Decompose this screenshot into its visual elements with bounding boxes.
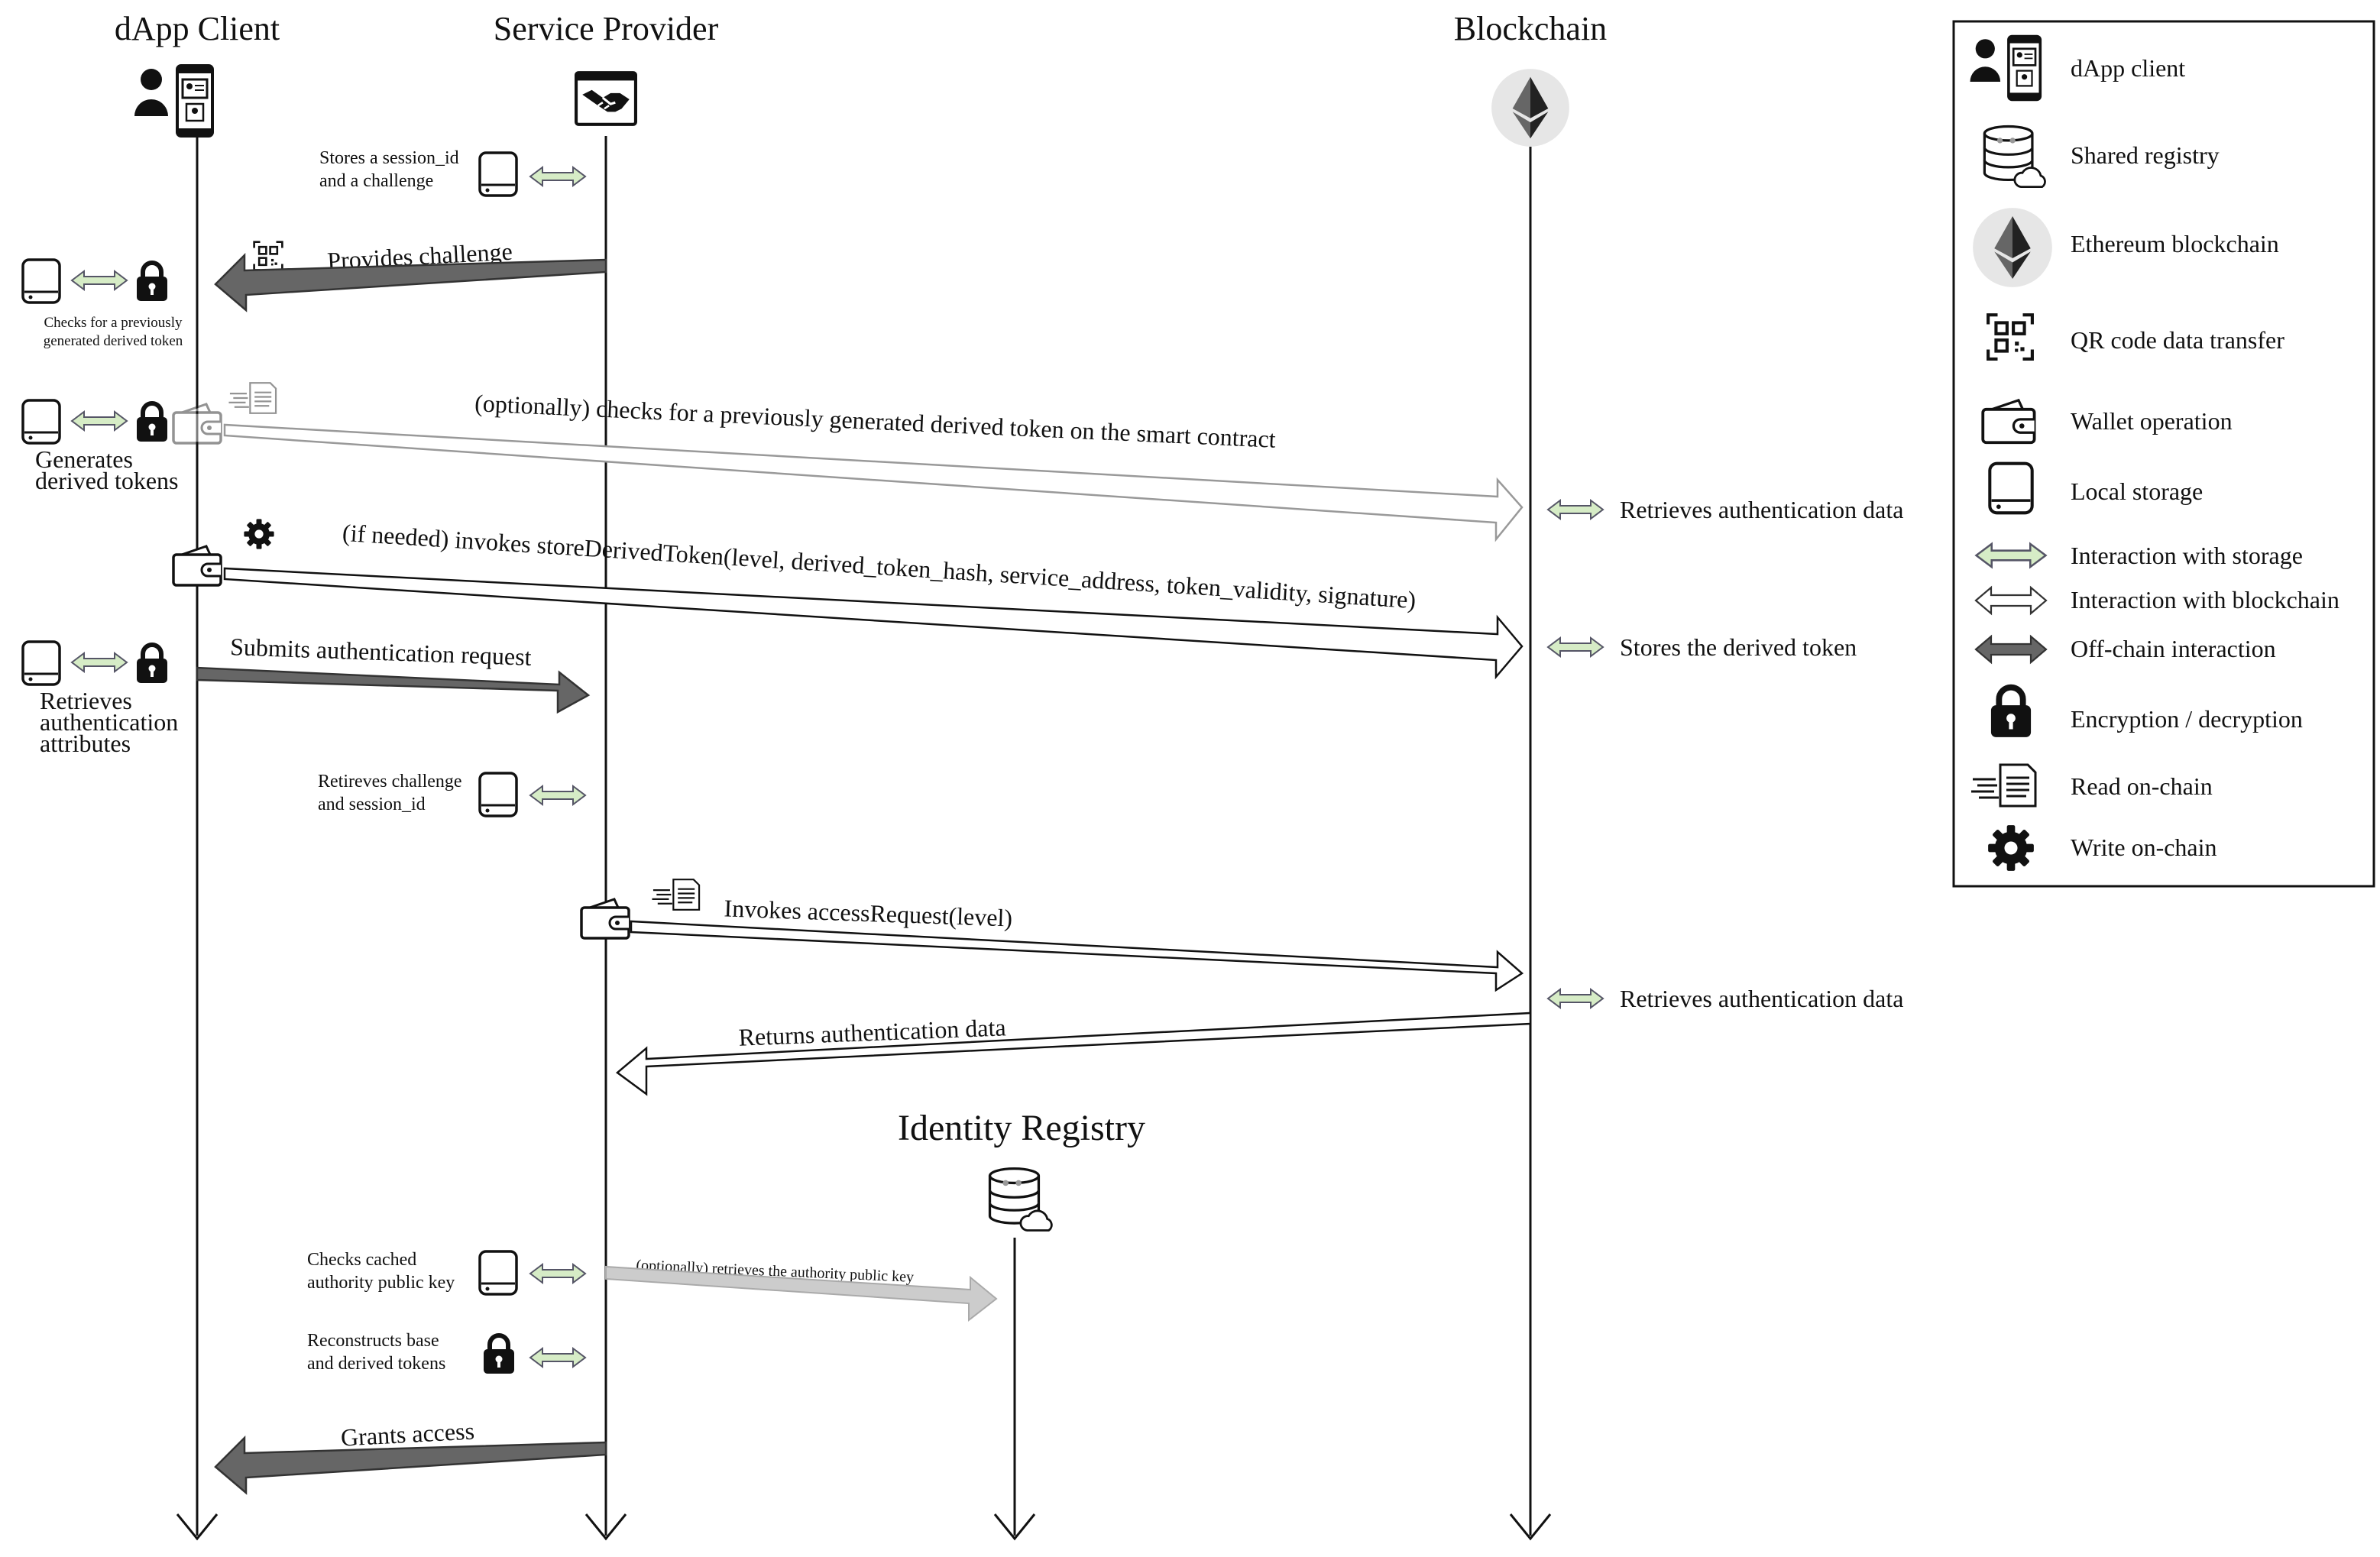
blockchain-arrow (223, 567, 1524, 680)
legend-label: Local storage (2071, 477, 2203, 505)
legend: dApp client Shared registry Ethereum blo… (1952, 20, 2375, 888)
wallet-icon (172, 403, 222, 445)
lifeline-dapp (176, 136, 219, 1541)
legend-label: Off-chain interaction (2071, 635, 2276, 662)
legend-label: QR code data transfer (2071, 326, 2284, 354)
note-bc-retrieves-1: Retrieves authentication data (1620, 496, 1903, 523)
legend-label: dApp client (2071, 54, 2185, 82)
note-client-check: generated derived token (44, 333, 183, 349)
lifeline-identity-registry (993, 1238, 1036, 1541)
legend-label: Ethereum blockchain (2071, 230, 2279, 257)
gear-icon (1988, 825, 2034, 871)
participant-blockchain-title: Blockchain (1454, 10, 1607, 47)
gear-icon (244, 519, 274, 549)
offchain-arrow (214, 1435, 607, 1495)
wallet-icon (580, 898, 630, 940)
storage-arrow-icon (529, 1264, 586, 1283)
storage-arrow-icon (71, 652, 128, 672)
local-storage-icon (1990, 464, 2032, 513)
msg-access-request: Invokes accessRequest(level) (724, 894, 1013, 931)
note-client-retrieves: Retrieves (40, 687, 132, 714)
msg-store-derived: (if needed) invokes storeDerivedToken(le… (342, 519, 1417, 613)
participant-sp-title: Service Provider (494, 10, 719, 47)
note-bc-retrieves-2: Retrieves authentication data (1620, 985, 1903, 1012)
legend-label: Read on-chain (2071, 772, 2213, 800)
dapp-client-icon (134, 64, 214, 138)
wallet-icon (172, 545, 222, 587)
msg-optional-check: (optionally) checks for a previously gen… (474, 389, 1277, 453)
offchain-arrow-light (605, 1265, 998, 1322)
offchain-arrow (196, 666, 591, 714)
lock-icon (137, 645, 167, 683)
read-onchain-icon (651, 879, 701, 911)
note-sp-cache: authority public key (307, 1273, 455, 1293)
note-client-check: Checks for a previously (44, 315, 183, 331)
offchain-arrow (214, 252, 607, 312)
lock-icon (484, 1335, 514, 1374)
note-client-retrieves: attributes (40, 730, 131, 757)
read-onchain-icon (228, 382, 277, 414)
note-client-generates: derived tokens (35, 467, 179, 494)
legend-label: Wallet operation (2071, 407, 2233, 435)
storage-arrow-icon (529, 167, 586, 186)
storage-arrow-icon (529, 1348, 586, 1368)
storage-arrow-icon (1547, 500, 1604, 520)
qr-code-icon (253, 241, 283, 271)
note-sp-reconstructs: and derived tokens (307, 1354, 445, 1374)
lock-icon (137, 263, 167, 301)
note-sp-reconstructs: Reconstructs base (307, 1331, 439, 1351)
storage-arrow-icon (1547, 637, 1604, 657)
storage-arrow-icon (71, 270, 128, 290)
note-sp-cache: Checks cached (307, 1250, 416, 1270)
legend-label: Shared registry (2071, 141, 2220, 169)
local-storage-icon (478, 151, 518, 197)
legend-label: Interaction with storage (2071, 542, 2303, 569)
local-storage-icon (21, 399, 61, 445)
blockchain-arrow (615, 1012, 1532, 1096)
participant-dapp-title: dApp Client (115, 10, 280, 47)
storage-arrow-icon (71, 411, 128, 431)
local-storage-icon (21, 640, 61, 686)
msg-submit-auth: Submits authentication request (230, 633, 533, 671)
note-line: and a challenge (319, 171, 433, 191)
note-line: Stores a session_id (319, 148, 459, 168)
note-client-generates: Generates (35, 445, 133, 473)
participant-identity-registry-title: Identity Registry (898, 1108, 1145, 1148)
shared-registry-icon (988, 1167, 1054, 1232)
local-storage-icon (21, 258, 61, 304)
local-storage-icon (478, 772, 518, 817)
note-sp-store: Stores a session_id and a challenge (319, 148, 459, 191)
storage-arrow-icon (529, 785, 586, 805)
lifeline-sp (584, 136, 627, 1541)
legend-label: Write on-chain (2071, 834, 2217, 861)
ethereum-icon (1973, 208, 2052, 287)
note-sp-retrieves: Retireves challenge (318, 772, 462, 791)
blockchain-arrow (630, 920, 1524, 992)
lifeline-blockchain (1509, 147, 1552, 1541)
note-client-retrieves: authentication (40, 708, 178, 736)
legend-label: Interaction with blockchain (2071, 586, 2340, 613)
note-sp-retrieves: and session_id (318, 795, 426, 814)
blockchain-arrow-light (223, 423, 1524, 542)
lock-icon (137, 403, 167, 442)
ethereum-icon (1491, 69, 1569, 147)
note-bc-stores: Stores the derived token (1620, 633, 1857, 661)
storage-arrow-icon (1547, 989, 1604, 1008)
local-storage-icon (478, 1250, 518, 1296)
handshake-icon (576, 73, 636, 125)
legend-label: Encryption / decryption (2071, 705, 2303, 733)
